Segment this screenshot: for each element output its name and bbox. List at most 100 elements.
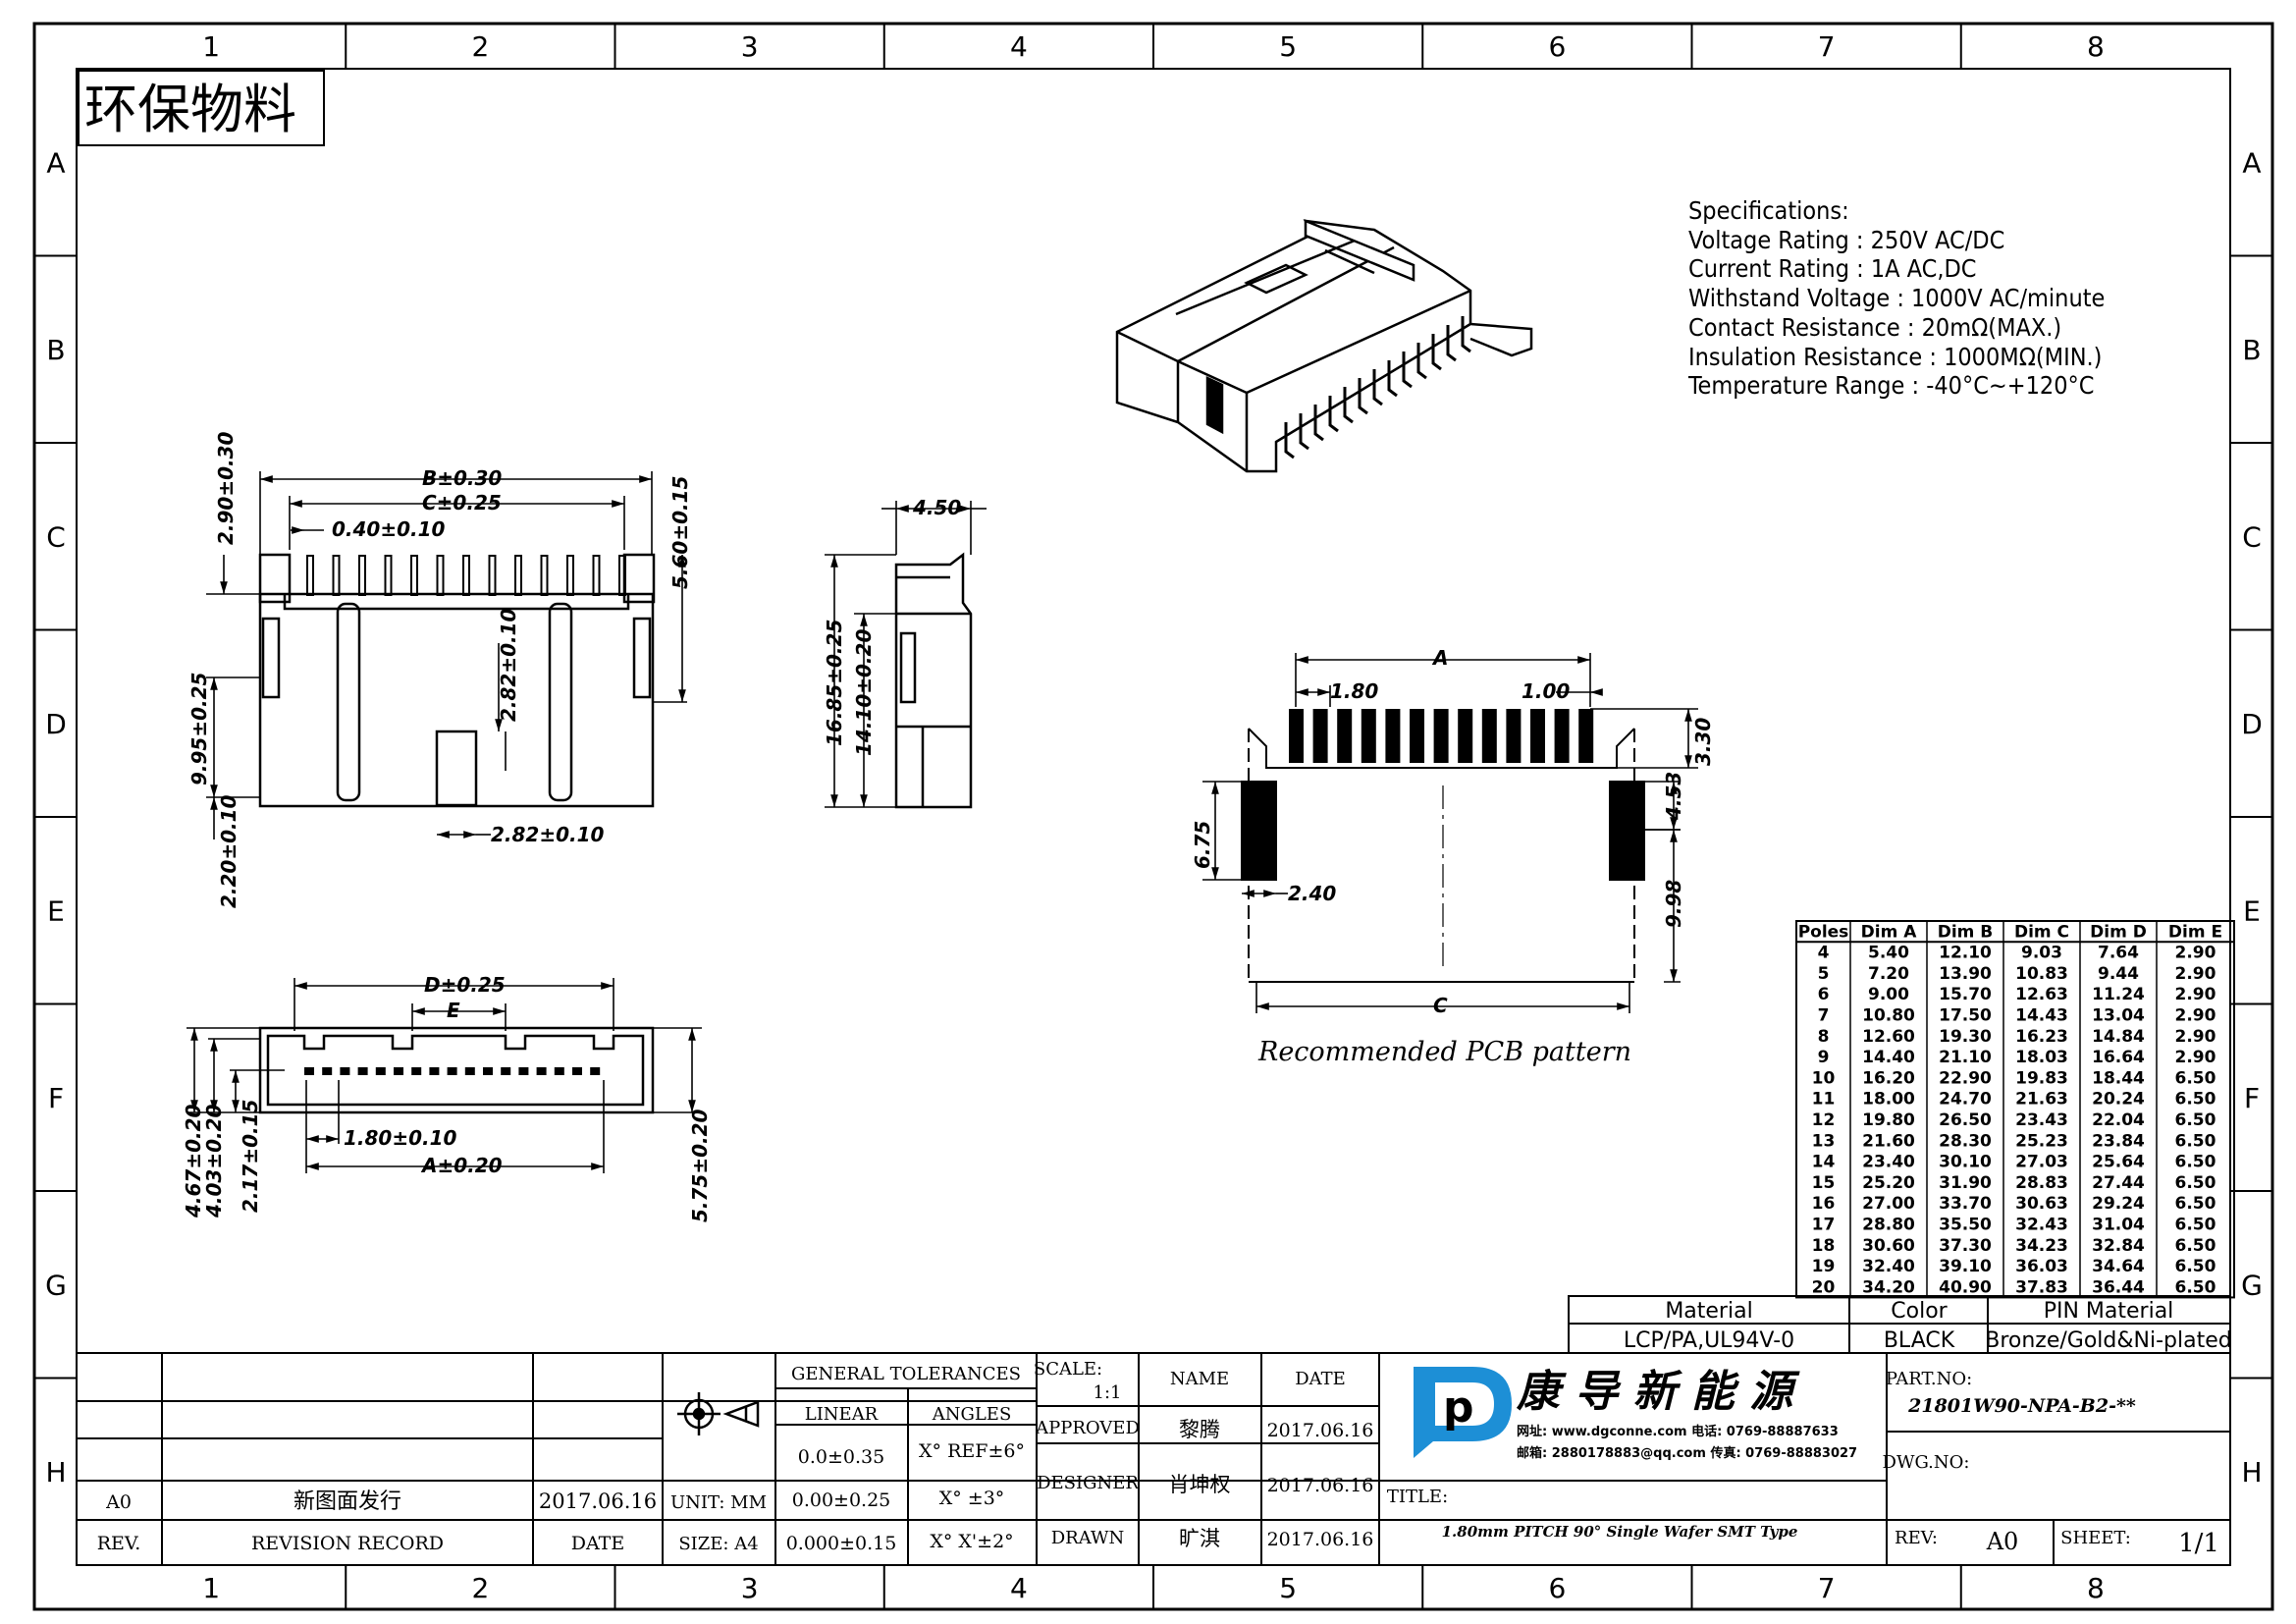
table-cell: 2.90 xyxy=(2175,1006,2216,1026)
table-cell: 15.70 xyxy=(1939,985,1992,1004)
spec-line: Contact Resistance : 20mΩ(MAX.) xyxy=(1688,313,2061,342)
bottom-pin xyxy=(429,1067,440,1075)
table-cell: 21.63 xyxy=(2015,1090,2068,1110)
dim-label: 2.90±0.30 xyxy=(214,431,238,545)
frame-row-label: B xyxy=(2242,334,2261,366)
frame-row-label: D xyxy=(45,708,67,740)
front-pin xyxy=(306,555,314,596)
revision-date: 2017.06.16 xyxy=(539,1489,657,1513)
dim-label: 6.75 xyxy=(1191,821,1214,869)
front-view-labels: B±0.30 C±0.25 0.40±0.10 2.90±0.30 5.60±0… xyxy=(187,431,692,908)
table-cell: 33.70 xyxy=(1939,1194,1992,1214)
table-cell: 11.24 xyxy=(2092,985,2145,1004)
pcb-pad xyxy=(1289,709,1304,763)
unit: UNIT: MM xyxy=(670,1492,767,1513)
rev-value-block: A0 xyxy=(1986,1528,2019,1555)
name-header: NAME xyxy=(1170,1369,1229,1389)
table-cell: 6.50 xyxy=(2175,1236,2216,1256)
dim-label: 14.10±0.20 xyxy=(852,629,876,756)
table-cell: 8 xyxy=(1818,1027,1830,1047)
dim-label: A±0.20 xyxy=(420,1154,503,1177)
table-cell: 23.40 xyxy=(1862,1153,1915,1172)
table-cell: 12.63 xyxy=(2015,985,2068,1004)
frame-column-label: 6 xyxy=(1548,30,1566,63)
bottom-pin xyxy=(554,1067,564,1075)
front-pin xyxy=(462,555,470,596)
table-cell: 37.83 xyxy=(2015,1277,2068,1297)
table-cell: 12 xyxy=(1812,1110,1836,1130)
material-value: LCP/PA,UL94V-0 xyxy=(1624,1328,1794,1353)
date-header: DATE xyxy=(571,1533,624,1554)
table-cell: 26.50 xyxy=(1939,1110,1992,1130)
dim-label: 1.00 xyxy=(1522,679,1570,703)
table-cell: 25.23 xyxy=(2015,1131,2068,1151)
frame-column-label: 6 xyxy=(1548,1572,1566,1604)
table-cell: 2.90 xyxy=(2175,985,2216,1004)
part-no: 21801W90-NPA-B2-** xyxy=(1907,1395,2136,1417)
table-cell: 12.10 xyxy=(1939,944,1992,963)
dwg-no-label: DWG.NO: xyxy=(1883,1452,1970,1473)
connector-pins xyxy=(1284,316,1471,460)
spec-line: Withstand Voltage : 1000V AC/minute xyxy=(1688,284,2105,312)
frame-column-label: 2 xyxy=(471,1572,489,1604)
table-header: Dim D xyxy=(2090,922,2147,942)
front-pin xyxy=(618,555,626,596)
tol-angles: X° REF±6° xyxy=(919,1440,1025,1462)
table-cell: 32.43 xyxy=(2015,1216,2068,1235)
frame-column-label: 1 xyxy=(202,1572,220,1604)
scale-label: SCALE: xyxy=(1034,1359,1102,1380)
table-cell: 2.90 xyxy=(2175,1048,2216,1067)
table-cell: 18.00 xyxy=(1862,1090,1915,1110)
bottom-view xyxy=(258,1026,655,1114)
table-cell: 30.10 xyxy=(1939,1153,1992,1172)
table-cell: 28.80 xyxy=(1862,1216,1915,1235)
table-cell: 24.70 xyxy=(1939,1090,1992,1110)
table-cell: 9.44 xyxy=(2098,964,2139,984)
pin-material-value: Bronze/Gold&Ni-plated xyxy=(1985,1328,2232,1353)
frame-row-label: H xyxy=(45,1456,66,1489)
table-cell: 23.43 xyxy=(2015,1110,2068,1130)
frame-column-label: 3 xyxy=(741,1572,759,1604)
table-cell: 6.50 xyxy=(2175,1153,2216,1172)
color-value: BLACK xyxy=(1884,1328,1955,1353)
pcb-pad xyxy=(1578,709,1594,763)
pcb-pad xyxy=(1433,709,1449,763)
iso-pin xyxy=(1387,360,1398,398)
iso-pin xyxy=(1461,316,1471,353)
bottom-pin xyxy=(501,1067,511,1075)
part-no-label: PART.NO: xyxy=(1886,1369,1972,1389)
front-pin xyxy=(514,555,522,596)
pcb-pad xyxy=(1458,709,1473,763)
table-cell: 34.64 xyxy=(2092,1257,2145,1276)
rev-label: REV: xyxy=(1895,1528,1938,1548)
spec-line: Insulation Resistance : 1000MΩ(MIN.) xyxy=(1688,343,2102,371)
iso-pin xyxy=(1284,422,1295,460)
frame-row-label: D xyxy=(2241,708,2263,740)
table-cell: 2.90 xyxy=(2175,944,2216,963)
rev-header: REV. xyxy=(97,1533,141,1554)
dim-label: 2.40 xyxy=(1288,882,1336,905)
table-cell: 7.20 xyxy=(1868,964,1909,984)
frame-row-label: G xyxy=(2241,1269,2263,1301)
table-cell: 34.23 xyxy=(2015,1236,2068,1256)
table-cell: 22.04 xyxy=(2092,1110,2145,1130)
front-pin xyxy=(358,555,366,596)
front-pin xyxy=(332,555,341,596)
iso-pin xyxy=(1358,378,1368,415)
front-pin xyxy=(566,555,574,596)
rev-value: A0 xyxy=(105,1491,132,1513)
table-cell: 14.43 xyxy=(2015,1006,2068,1026)
table-cell: 19.30 xyxy=(1939,1027,1992,1047)
bottom-pin xyxy=(357,1067,368,1075)
table-cell: 10.83 xyxy=(2015,964,2068,984)
table-cell: 23.84 xyxy=(2092,1131,2145,1151)
table-cell: 6 xyxy=(1818,985,1830,1004)
frame-column-label: 7 xyxy=(1818,30,1836,63)
frame-column-label: 7 xyxy=(1818,1572,1836,1604)
table-cell: 18.44 xyxy=(2092,1068,2145,1088)
table-cell: 19 xyxy=(1812,1257,1836,1276)
table-cell: 13.04 xyxy=(2092,1006,2145,1026)
dim-label: 2.82±0.10 xyxy=(491,823,605,846)
tol-linear: 0.00±0.25 xyxy=(792,1489,891,1511)
